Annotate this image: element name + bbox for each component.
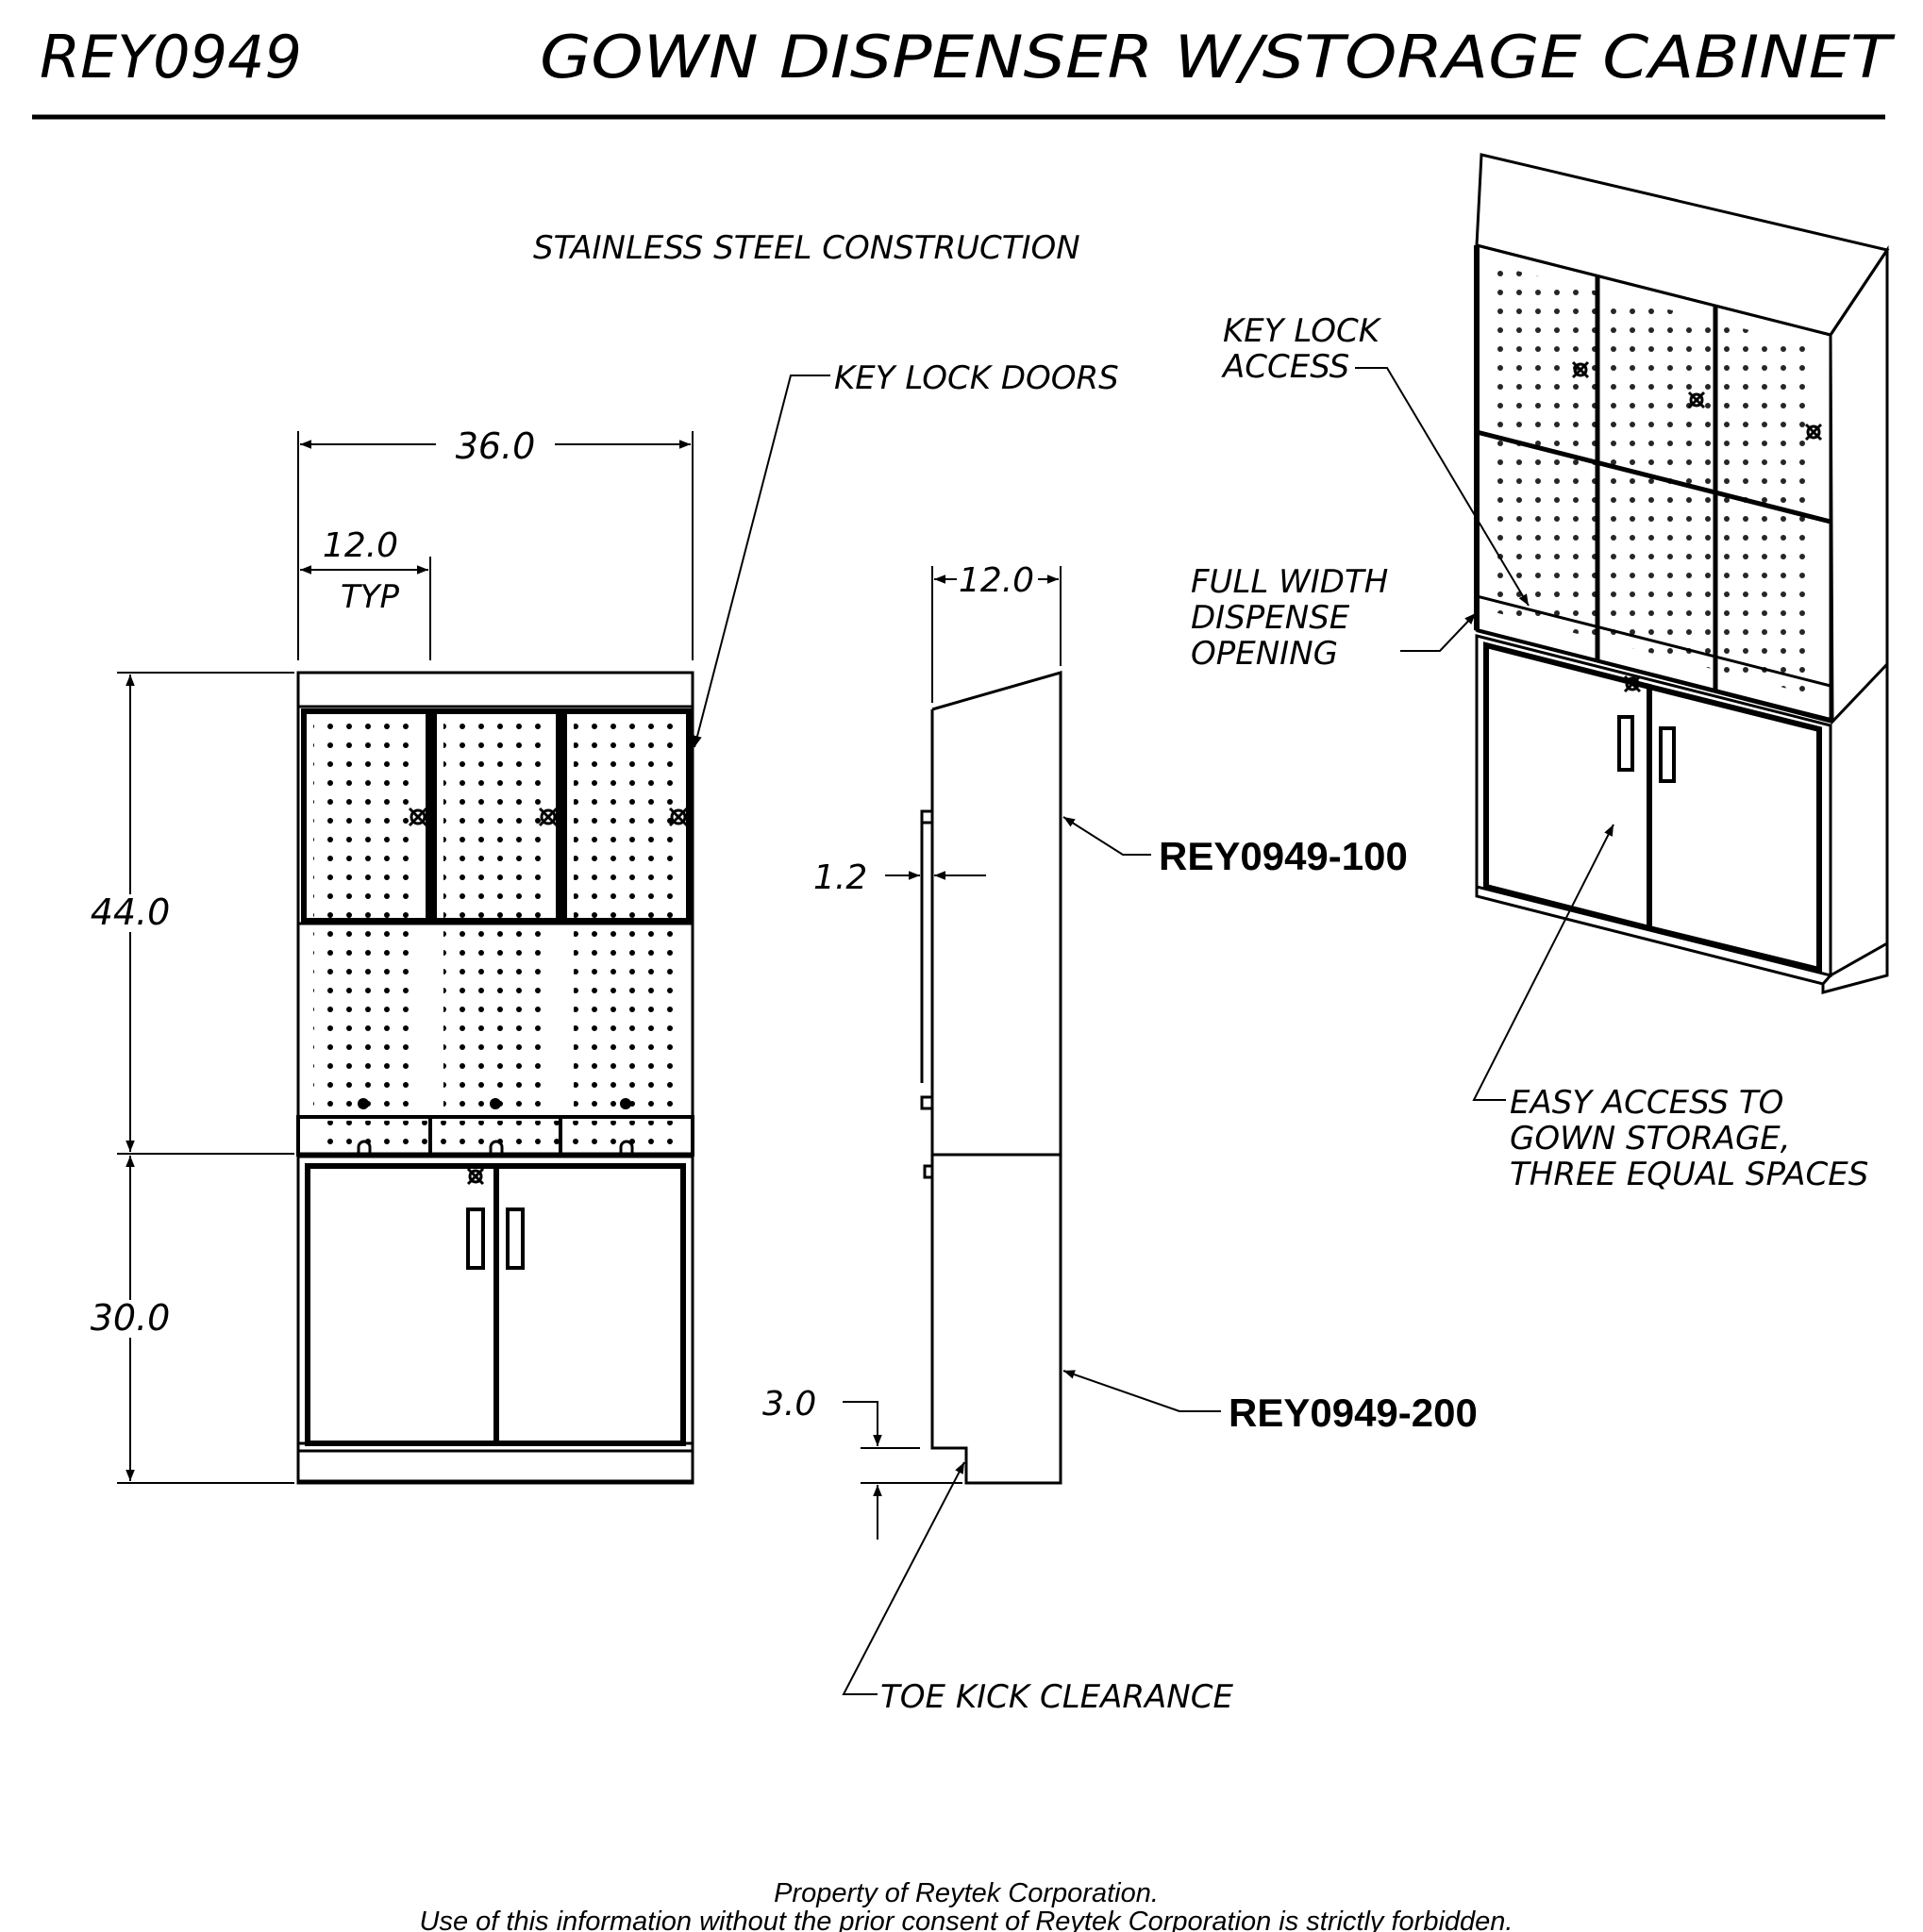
key-lock-access-label-2: ACCESS [1221, 348, 1349, 386]
part-100-leader [1062, 816, 1151, 856]
key-lock-doors-leader [693, 375, 830, 748]
door-width-typ: TYP [341, 578, 400, 616]
easy-access-label-3: THREE EQUAL SPACES [1510, 1156, 1868, 1193]
access-lock-icon [490, 1098, 501, 1109]
lower-height-dim: 30.0 [91, 1297, 171, 1339]
key-lock-icon [1571, 360, 1590, 379]
side-profile [930, 671, 1062, 1485]
hinge [920, 809, 934, 824]
footer-line-1: Property of Reytek Corporation. [774, 1878, 1159, 1908]
hinge [923, 1164, 934, 1179]
perforation-panel-right [574, 719, 676, 1115]
upper-door-center [431, 708, 561, 924]
part-200-leader [1062, 1370, 1221, 1412]
door-handle-left [1617, 715, 1634, 772]
iso-perforation [1491, 264, 1816, 696]
toe-kick-label: TOE KICK CLEARANCE [880, 1678, 1233, 1716]
iso-lower-door-left [1483, 641, 1652, 932]
key-lock-icon [408, 807, 428, 827]
key-lock-icon [466, 1167, 485, 1186]
key-lock-icon [668, 807, 689, 827]
material-note: STAINLESS STEEL CONSTRUCTION [533, 229, 1080, 267]
toe-kick-dim: 3.0 [762, 1385, 816, 1424]
part-number-upper: REY0949-100 [1159, 834, 1408, 878]
front-top-cap [296, 671, 694, 708]
full-width-label-2: DISPENSE [1191, 599, 1350, 637]
overall-width-dim: 36.0 [456, 425, 536, 467]
door-handle-right [506, 1208, 525, 1270]
part-number-lower: REY0949-200 [1229, 1391, 1478, 1435]
front-dimensions: 36.0 12.0 TYP 44.0 30.0 [77, 425, 694, 1484]
access-lock-icon [620, 1098, 631, 1109]
full-width-label-1: FULL WIDTH [1191, 563, 1388, 601]
hinge [920, 1095, 934, 1110]
isometric-view [1474, 153, 1890, 994]
upper-door-right [561, 708, 692, 924]
side-view: 12.0 1.2 3.0 [762, 561, 1062, 1540]
perforation-panel-left [313, 719, 415, 1115]
access-lock-icon [358, 1098, 369, 1109]
footer-line-2: Use of this information without the prio… [420, 1907, 1513, 1932]
key-lock-icon [1804, 423, 1823, 441]
depth-dim: 12.0 [959, 561, 1034, 600]
toe-kick-leader [842, 1461, 965, 1695]
key-lock-access-label-1: KEY LOCK [1223, 312, 1382, 350]
iso-side-face [1829, 245, 1889, 725]
front-base [296, 1441, 694, 1483]
easy-access-label-2: GOWN STORAGE, [1510, 1120, 1791, 1158]
drawing-title: GOWN DISPENSER W/STORAGE CABINET [540, 23, 1896, 92]
door-offset-dim: 1.2 [813, 858, 867, 897]
key-lock-icon [1687, 391, 1706, 409]
drawing-number: REY0949 [40, 23, 302, 92]
dispense-opening-bar [296, 1115, 694, 1157]
door-width-dim: 12.0 [323, 526, 398, 565]
door-handle-right [1659, 726, 1676, 783]
upper-door-left [301, 708, 431, 924]
perforation-panel-center [443, 719, 545, 1115]
iso-lower-door-right [1647, 683, 1822, 974]
front-lower-body [296, 1155, 694, 1485]
door-handle-left [466, 1208, 485, 1270]
easy-access-leader [1472, 824, 1614, 1101]
front-view [296, 671, 694, 1485]
easy-access-label-1: EASY ACCESS TO [1510, 1084, 1783, 1122]
upper-height-dim: 44.0 [91, 891, 171, 933]
key-lock-icon [538, 807, 559, 827]
full-width-label-3: OPENING [1191, 635, 1338, 673]
full-width-leader [1400, 612, 1477, 652]
key-lock-access-leader [1355, 367, 1530, 607]
key-lock-doors-label: KEY LOCK DOORS [834, 359, 1119, 397]
